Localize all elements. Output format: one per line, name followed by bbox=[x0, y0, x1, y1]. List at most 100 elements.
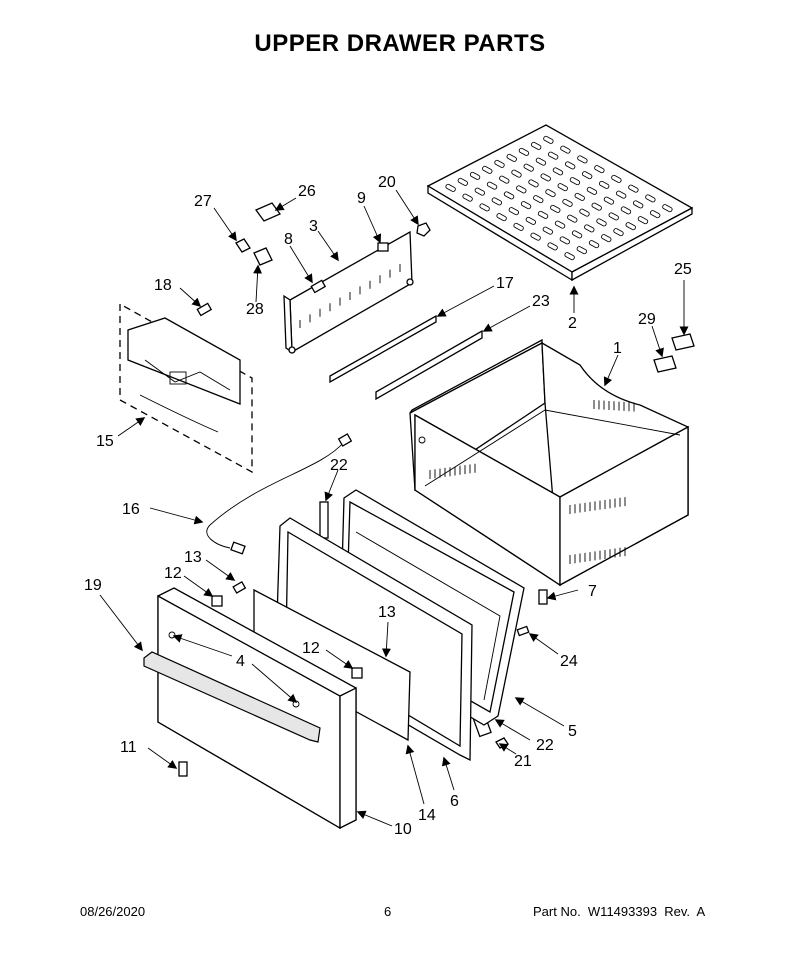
shelf-slot bbox=[588, 240, 600, 249]
shelf-slot bbox=[649, 210, 661, 219]
shelf-slot bbox=[462, 193, 473, 202]
strip-23 bbox=[375, 329, 483, 401]
shelf-slot bbox=[547, 151, 559, 160]
callout-23: 23 bbox=[532, 293, 550, 310]
shelf-slot bbox=[603, 196, 615, 205]
callout-22-top: 22 bbox=[330, 457, 348, 474]
shelf-slot bbox=[564, 161, 576, 170]
callout-15: 15 bbox=[96, 433, 114, 450]
control-assembly-part bbox=[119, 303, 253, 474]
shelf-slot bbox=[516, 185, 527, 194]
shelf-slot bbox=[569, 177, 581, 186]
shelf-slot bbox=[550, 204, 561, 213]
callout-11: 11 bbox=[120, 739, 137, 756]
screw-11 bbox=[178, 761, 188, 777]
shelf-slot bbox=[615, 190, 627, 199]
shelf-slot bbox=[628, 184, 639, 193]
shelf-slot bbox=[577, 155, 588, 164]
clip-26 bbox=[254, 202, 282, 222]
callout-16: 16 bbox=[122, 501, 140, 518]
shelf-slot bbox=[611, 174, 622, 183]
shelf-slot bbox=[601, 234, 612, 243]
shelf-slot bbox=[586, 186, 598, 195]
shelf-slot bbox=[547, 242, 558, 251]
shelf-slot bbox=[560, 145, 571, 154]
callout-24: 24 bbox=[560, 653, 578, 670]
callout-4: 4 bbox=[236, 653, 245, 670]
callout-22-bottom: 22 bbox=[536, 737, 554, 754]
callout-19: 19 bbox=[84, 577, 102, 594]
shelf-slot bbox=[474, 187, 486, 196]
screw-7 bbox=[538, 589, 548, 605]
wire-harness-part bbox=[206, 433, 353, 555]
shelf-slot bbox=[508, 207, 520, 216]
shelf-slot bbox=[482, 165, 493, 174]
callout-8: 8 bbox=[284, 231, 293, 248]
shelf-slot bbox=[469, 171, 481, 180]
clip-28 bbox=[253, 247, 273, 266]
part-29 bbox=[653, 355, 677, 373]
drawer-bin-part bbox=[409, 338, 689, 587]
leader-arrows bbox=[99, 189, 689, 827]
shelf-slot bbox=[503, 191, 515, 200]
shelf-slot bbox=[662, 204, 673, 213]
shelf-slot bbox=[535, 157, 547, 166]
shelf-slot bbox=[637, 216, 649, 225]
shelf-slot bbox=[552, 167, 564, 176]
shelf-slot bbox=[533, 195, 544, 204]
shelf-slot bbox=[494, 159, 505, 168]
shelf-slot bbox=[620, 206, 632, 215]
shelf-slot bbox=[491, 197, 503, 206]
callout-13-left: 13 bbox=[184, 549, 202, 566]
callout-29: 29 bbox=[638, 311, 656, 328]
shelf-slot bbox=[496, 213, 507, 222]
shelf-slot bbox=[559, 236, 571, 245]
shelf-slot bbox=[562, 198, 573, 207]
shelf-slot bbox=[457, 177, 469, 186]
callout-13-right: 13 bbox=[378, 604, 396, 621]
shelf-slot bbox=[571, 230, 583, 239]
clip-21 bbox=[495, 737, 509, 749]
shelf-slot bbox=[506, 153, 517, 162]
shelf-slot bbox=[499, 175, 510, 184]
shelf-slot bbox=[525, 216, 537, 225]
shelf-slot bbox=[486, 181, 498, 190]
callout-17: 17 bbox=[496, 275, 514, 292]
shelf-slot bbox=[574, 192, 585, 201]
shelf-slot bbox=[632, 200, 644, 209]
shelf-slot bbox=[625, 222, 636, 231]
callout-2: 2 bbox=[568, 315, 577, 332]
shelf-slot bbox=[591, 202, 602, 211]
callout-1: 1 bbox=[613, 340, 622, 357]
shelf-slot bbox=[554, 220, 566, 229]
callout-26: 26 bbox=[298, 183, 316, 200]
shelf-slot bbox=[537, 210, 549, 219]
shelf-slot bbox=[543, 135, 554, 144]
footer-part-number: Part No. W11493393 Rev. A bbox=[533, 904, 706, 919]
shelf-slot bbox=[518, 147, 530, 156]
nut-20 bbox=[416, 222, 431, 237]
footer-page-number: 6 bbox=[384, 904, 392, 919]
callout-7: 7 bbox=[588, 583, 597, 600]
shelf-slot bbox=[576, 246, 588, 255]
shelf-slot bbox=[545, 189, 556, 198]
shelf-slot bbox=[542, 226, 554, 235]
shelf-slot bbox=[594, 165, 605, 174]
callout-25: 25 bbox=[674, 261, 692, 278]
screw-13a bbox=[232, 581, 247, 594]
screw-8 bbox=[310, 279, 327, 294]
strip-17 bbox=[329, 314, 437, 384]
footer-date: 08/26/2020 bbox=[80, 904, 146, 919]
shelf-slot bbox=[530, 141, 542, 150]
shelf-slot bbox=[564, 252, 575, 261]
callout-12-right: 12 bbox=[302, 640, 320, 657]
callout-21: 21 bbox=[514, 753, 532, 770]
callout-20: 20 bbox=[378, 174, 396, 191]
screw-18 bbox=[196, 302, 213, 317]
page-title: UPPER DRAWER PARTS bbox=[254, 30, 546, 57]
shelf-grid-part bbox=[426, 124, 694, 282]
shelf-slot bbox=[520, 201, 532, 210]
shelf-slot bbox=[530, 232, 541, 241]
shelf-slot bbox=[523, 163, 534, 172]
callout-5: 5 bbox=[568, 723, 577, 740]
